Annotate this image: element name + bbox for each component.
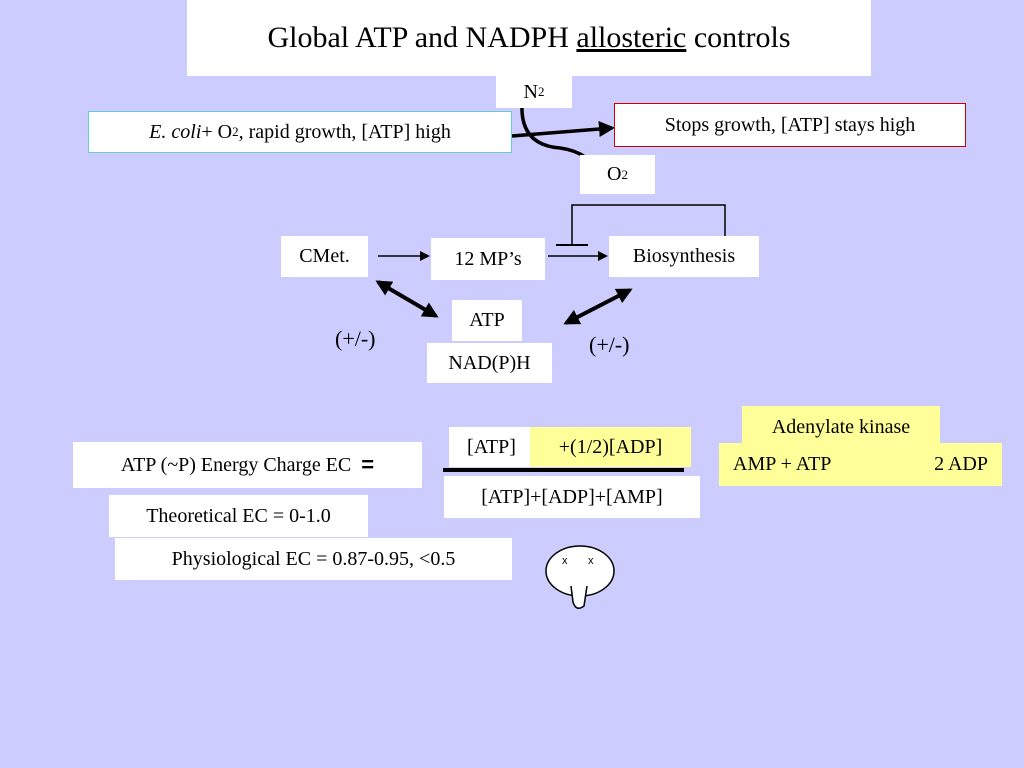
face-right-eye: x	[588, 555, 594, 567]
growth-arrow	[511, 121, 615, 138]
numerator-atp: [ATP]	[449, 427, 534, 467]
page-title: Global ATP and NADPH allosteric controls	[187, 0, 871, 76]
stops-growth-box: Stops growth, [ATP] stays high	[614, 103, 966, 147]
adenylate-kinase-title: Adenylate kinase	[742, 406, 940, 448]
physiological-ec-box: Physiological EC = 0.87-0.95, <0.5	[115, 538, 512, 580]
cmet-atp-double-arrow	[375, 280, 439, 318]
face-left-eye: x	[562, 555, 568, 567]
atp-box: ATP	[452, 300, 522, 341]
atp-biosynthesis-double-arrow	[563, 288, 633, 325]
title-underlined: allosteric	[576, 21, 687, 54]
theoretical-ec-box: Theoretical EC = 0-1.0	[109, 495, 368, 537]
plusminus-left: (+/-)	[335, 326, 376, 351]
title-prefix: Global ATP and NADPH	[267, 21, 569, 54]
energy-charge-box: ATP (~P) Energy Charge EC =	[73, 442, 422, 488]
numerator-adp: +(1/2)[ADP]	[530, 427, 691, 467]
reaction-left: AMP + ATP	[733, 453, 832, 475]
mps-box: 12 MP’s	[431, 238, 545, 280]
plusminus-right: (+/-)	[589, 332, 630, 357]
nadph-box: NAD(P)H	[427, 343, 552, 383]
reaction-right: 2 ADP	[934, 453, 988, 475]
face-tongue	[570, 585, 588, 609]
biosynthesis-box: Biosynthesis	[609, 236, 759, 277]
adenylate-kinase-reaction: AMP + ATP 2 ADP	[719, 443, 1002, 486]
cmet-box: CMet.	[281, 236, 368, 277]
denominator-box: [ATP]+[ADP]+[AMP]	[444, 476, 700, 518]
face-outline	[545, 545, 615, 597]
title-suffix: controls	[693, 21, 791, 54]
